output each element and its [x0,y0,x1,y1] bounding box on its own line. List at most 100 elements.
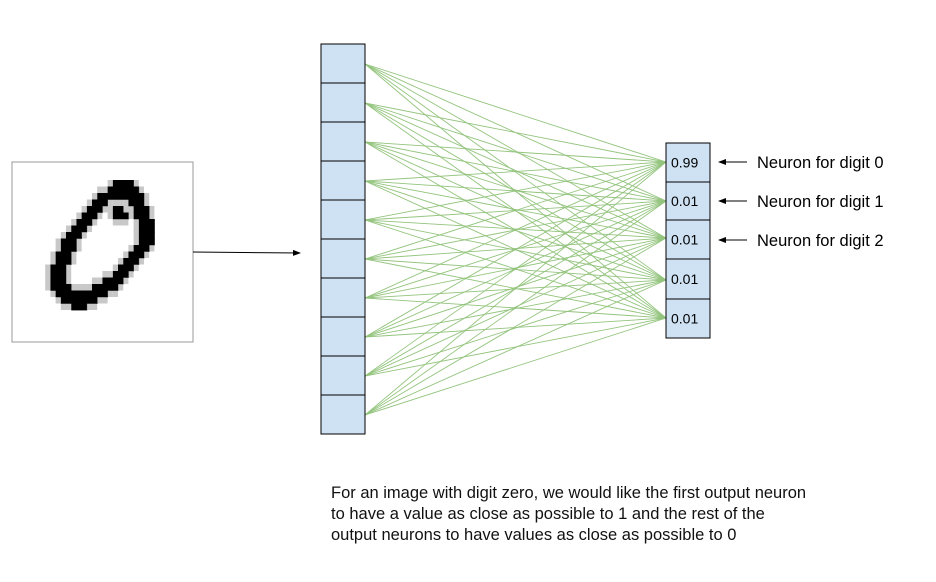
digit-pixel-edge [102,206,108,213]
output-neuron [665,181,711,221]
digit-pixel [66,290,72,298]
digit-pixel-edge [76,284,82,291]
digit-pixel [133,193,140,200]
connection-line [364,141,667,281]
digit-pixel [112,212,119,220]
input-neuron [320,238,366,279]
digit-pixel-edge [107,290,113,297]
digit-pixel [138,206,145,213]
input-neuron [320,43,366,84]
digit-pixel-edge [128,271,134,278]
digit-pixel [138,199,145,207]
digit-pixel [118,206,124,213]
digit-pixel-edge [66,303,72,310]
digit-pixel [133,206,140,213]
digit-pixel-edge [97,186,103,193]
digit-pixel [107,193,114,200]
digit-pixel-edge [123,206,129,213]
digit-pixel [97,199,103,207]
output-neuron-value: 0.01 [671,232,698,248]
input-neuron [320,160,366,201]
digit-pixel [76,290,82,298]
digit-pixel-edge [71,258,77,265]
output-layer: 0.990.010.010.010.01 [665,142,711,339]
digit-pixel [50,271,56,278]
image-to-input-arrow [192,249,301,256]
digit-pixel-edge [144,199,150,206]
digit-pixel [86,297,93,304]
digit-pixel-edge [55,238,61,245]
input-neuron [320,82,366,123]
digit-pixel [92,284,98,291]
digit-pixel-edge [86,303,92,310]
input-neuron [320,199,366,240]
digit-pixel [138,225,145,233]
digit-pixel-edge [92,303,98,310]
digit-pixel-edge [102,186,108,193]
digit-pixel [107,186,114,194]
digit-pixel [60,290,67,298]
output-neuron [665,142,711,183]
digit-pixel [138,251,145,259]
handwritten-digit-zero [45,180,155,311]
digit-pixel-edge [45,271,51,278]
digit-pixel-edge [133,238,139,245]
digit-pixel [144,232,150,239]
digit-pixel [112,271,119,278]
digit-pixel-edge [102,297,108,304]
digit-pixel [123,193,129,200]
digit-pixel-edge [123,219,129,226]
digit-pixel-edge [112,290,118,297]
output-neuron-value: 0.01 [671,271,698,287]
connection-line [364,237,667,377]
digit-pixel [60,245,67,252]
digit-pixel [97,206,103,213]
connections [364,63,667,416]
digit-pixel [86,219,93,226]
digit-pixel-edge [144,193,150,200]
digit-pixel [97,290,103,298]
output-label-text: Neuron for digit 2 [757,232,884,250]
digit-pixel [102,290,108,298]
digit-pixel [86,290,93,298]
digit-pixel [102,199,108,207]
digit-pixel [71,232,77,239]
connection-line [364,63,667,163]
digit-pixel [102,277,108,285]
digit-pixel [86,206,93,213]
digit-pixel [112,206,119,213]
digit-pixel-edge [133,225,139,232]
digit-pixel [81,225,88,233]
connection-line [364,161,667,377]
digit-pixel [71,245,77,252]
digit-pixel [123,186,129,194]
digit-pixel [144,219,150,226]
digit-pixel [86,212,93,220]
digit-pixel-edge [133,180,139,187]
digit-pixel-edge [81,284,87,291]
connection-line [364,279,667,377]
digit-pixel [118,277,124,285]
caption-line-2: to have a value as close as possible to … [331,505,765,523]
output-neuron [665,258,711,300]
digit-pixel [60,271,67,278]
digit-pixel-edge [149,206,155,213]
caption-line-1: For an image with digit zero, we would l… [331,484,807,502]
digit-pixel [97,284,103,291]
digit-pixel [138,212,145,220]
digit-pixel-edge [123,251,129,258]
connection-line [364,237,667,416]
digit-pixel [144,206,150,213]
connection-line [364,63,667,281]
digit-pixel [112,277,119,285]
digit-pixel-edge [112,219,118,226]
digit-pixel [149,219,155,226]
digit-pixel [55,290,62,298]
digit-pixel-edge [118,284,124,291]
digit-pixel-edge [123,199,129,206]
digit-pixel-edge [107,206,113,213]
digit-pixel [128,193,134,200]
digit-pixel-edge [118,258,124,265]
digit-pixel [60,264,67,272]
digit-pixel [112,180,119,187]
